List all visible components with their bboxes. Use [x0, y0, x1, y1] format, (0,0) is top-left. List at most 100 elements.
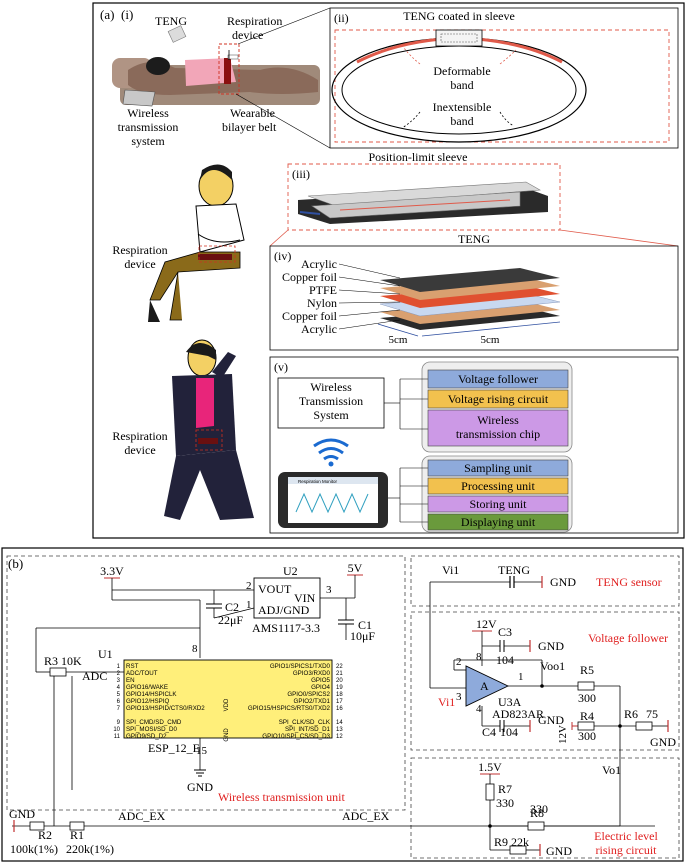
r8-value: 330	[530, 802, 548, 816]
esp-left-2: EN	[126, 677, 135, 684]
c1-value: 10μF	[350, 629, 375, 643]
esp-left-1: ADC/TOUT	[126, 670, 158, 677]
v12-top: 12V	[476, 617, 497, 631]
r6-gnd: GND	[650, 735, 676, 749]
r6-resistor	[635, 721, 653, 731]
iv-title: TENG	[458, 232, 490, 246]
opamp-pin8: 8	[476, 651, 482, 663]
wireless-label-1: Wireless	[127, 106, 169, 120]
esp-rnum-3: 19	[336, 685, 343, 691]
vo1-label: Vo1	[602, 763, 621, 777]
u3a-label: U3A	[498, 695, 522, 709]
r5-label: R5	[580, 663, 594, 677]
wireless-unit-box	[6, 555, 406, 811]
esp-rnum-9: 13	[336, 727, 343, 733]
r8-resistor	[527, 821, 545, 831]
v-block7: Displaying unit	[461, 515, 536, 529]
v-block6: Storing unit	[469, 497, 527, 511]
elec-level-l2: rising circuit	[596, 843, 658, 857]
r7-resistor	[485, 783, 495, 801]
voo1-label: Voo1	[540, 659, 565, 673]
teng-gnd: GND	[550, 575, 576, 589]
esp-rnum-5: 17	[336, 699, 343, 705]
c3-label: C3	[498, 625, 512, 639]
esp-lnum-1: 2	[117, 671, 121, 677]
wireless-label-3: system	[131, 134, 165, 148]
vi1-top: Vi1	[442, 563, 459, 577]
esp-left-9: SPI_MOSI/SD_D0	[126, 726, 177, 733]
voltage-rising-block	[427, 389, 569, 409]
sampling-block	[427, 459, 569, 477]
esp-right-5: GPIO2/TXD1	[294, 698, 331, 705]
respiration-device-mark	[224, 58, 231, 84]
gnd-left: GND	[9, 807, 35, 821]
belt-label-2: bilayer belt	[222, 120, 277, 134]
adc-ex-2: ADC_EX	[342, 809, 390, 823]
storing-block	[427, 495, 569, 513]
respiration-label-3b: device	[124, 443, 155, 457]
layer-4: Copper foil	[282, 309, 338, 323]
opamp-pin2: 2	[456, 656, 462, 668]
sleeve-illustration	[298, 181, 548, 224]
esp-rnum-0: 22	[336, 664, 343, 670]
inextensible-label-2: band	[450, 114, 473, 128]
respiration-device-label-2: device	[232, 28, 263, 42]
respiration-label-3a: Respiration	[112, 429, 167, 443]
esp-left-10: GPIO9/SD_D2	[126, 733, 167, 740]
esp-lnum-10: 11	[114, 734, 121, 740]
u1-label: U1	[98, 647, 113, 661]
processing-block	[427, 477, 569, 495]
v5-label: 5V	[348, 561, 363, 575]
wireless-unit-label: Wireless transmission unit	[218, 790, 346, 804]
ii-dashed-box	[334, 29, 670, 143]
esp-left-0: RST	[126, 663, 139, 670]
ams-label: AMS1117-3.3	[252, 621, 320, 635]
sub-iv-label: (iv)	[274, 249, 291, 263]
electric-level-box	[410, 757, 680, 859]
esp-left-4: GPIO14/HSPICLK	[126, 691, 177, 698]
c4-gnd: GND	[538, 713, 564, 727]
panel-ii-frame	[329, 7, 679, 149]
r8-label: R8	[530, 806, 544, 820]
respiration-label-2b: device	[124, 257, 155, 271]
wts-box	[277, 377, 385, 429]
esp-lnum-3: 4	[117, 685, 121, 691]
sub-v-label: (v)	[274, 360, 288, 374]
voltage-follower-block	[427, 369, 569, 389]
r9-label: R9 22k	[494, 835, 529, 849]
wts-l3: System	[313, 408, 349, 422]
esp-gnd: GND	[187, 780, 213, 794]
esp-right-8: SPI_CLK/SD_CLK	[279, 719, 331, 726]
v33-label: 3.3V	[100, 564, 124, 578]
esp-lnum-5: 6	[117, 699, 121, 705]
esp-right-0: GPIO1/SPICS1/TXD0	[270, 663, 331, 670]
displaying-block	[427, 513, 569, 531]
esp-lnum-9: 10	[113, 727, 120, 733]
v-block4: Sampling unit	[464, 461, 532, 475]
esp-lnum-2: 3	[117, 678, 121, 684]
esp-lnum-4: 5	[117, 692, 121, 698]
esp-right-3: GPIO4	[311, 684, 330, 691]
ad823-label: AD823AR	[492, 707, 544, 721]
u2-pin2: 2	[246, 580, 252, 592]
pin15-label: 15	[196, 745, 208, 757]
opamp-pin3: 3	[456, 691, 462, 703]
panel-b-label: (b)	[8, 556, 23, 571]
belt-label-1: Wearable	[230, 106, 275, 120]
r4-value: 300	[578, 729, 596, 743]
lying-person-illustration	[112, 25, 320, 107]
r2-value: 100k(1%)	[10, 842, 58, 856]
opamp-pin4: 4	[476, 703, 482, 715]
esp-rnum-6: 16	[336, 706, 343, 712]
teng-sensor-label: TENG sensor	[596, 575, 662, 589]
r6-value: 75	[646, 707, 658, 721]
esp-left-5: GPIO12/HSPIQ	[126, 698, 170, 705]
c4-label: C4	[482, 725, 496, 739]
wifi-icon	[313, 438, 349, 467]
esp-chip	[123, 659, 333, 739]
panel-b-frame	[1, 547, 684, 862]
v-block2: Voltage rising circuit	[448, 392, 549, 406]
c2-value: 22μF	[218, 613, 243, 627]
u2-label: U2	[283, 564, 298, 578]
phone-app-title: Respiration Monitor	[298, 479, 338, 484]
